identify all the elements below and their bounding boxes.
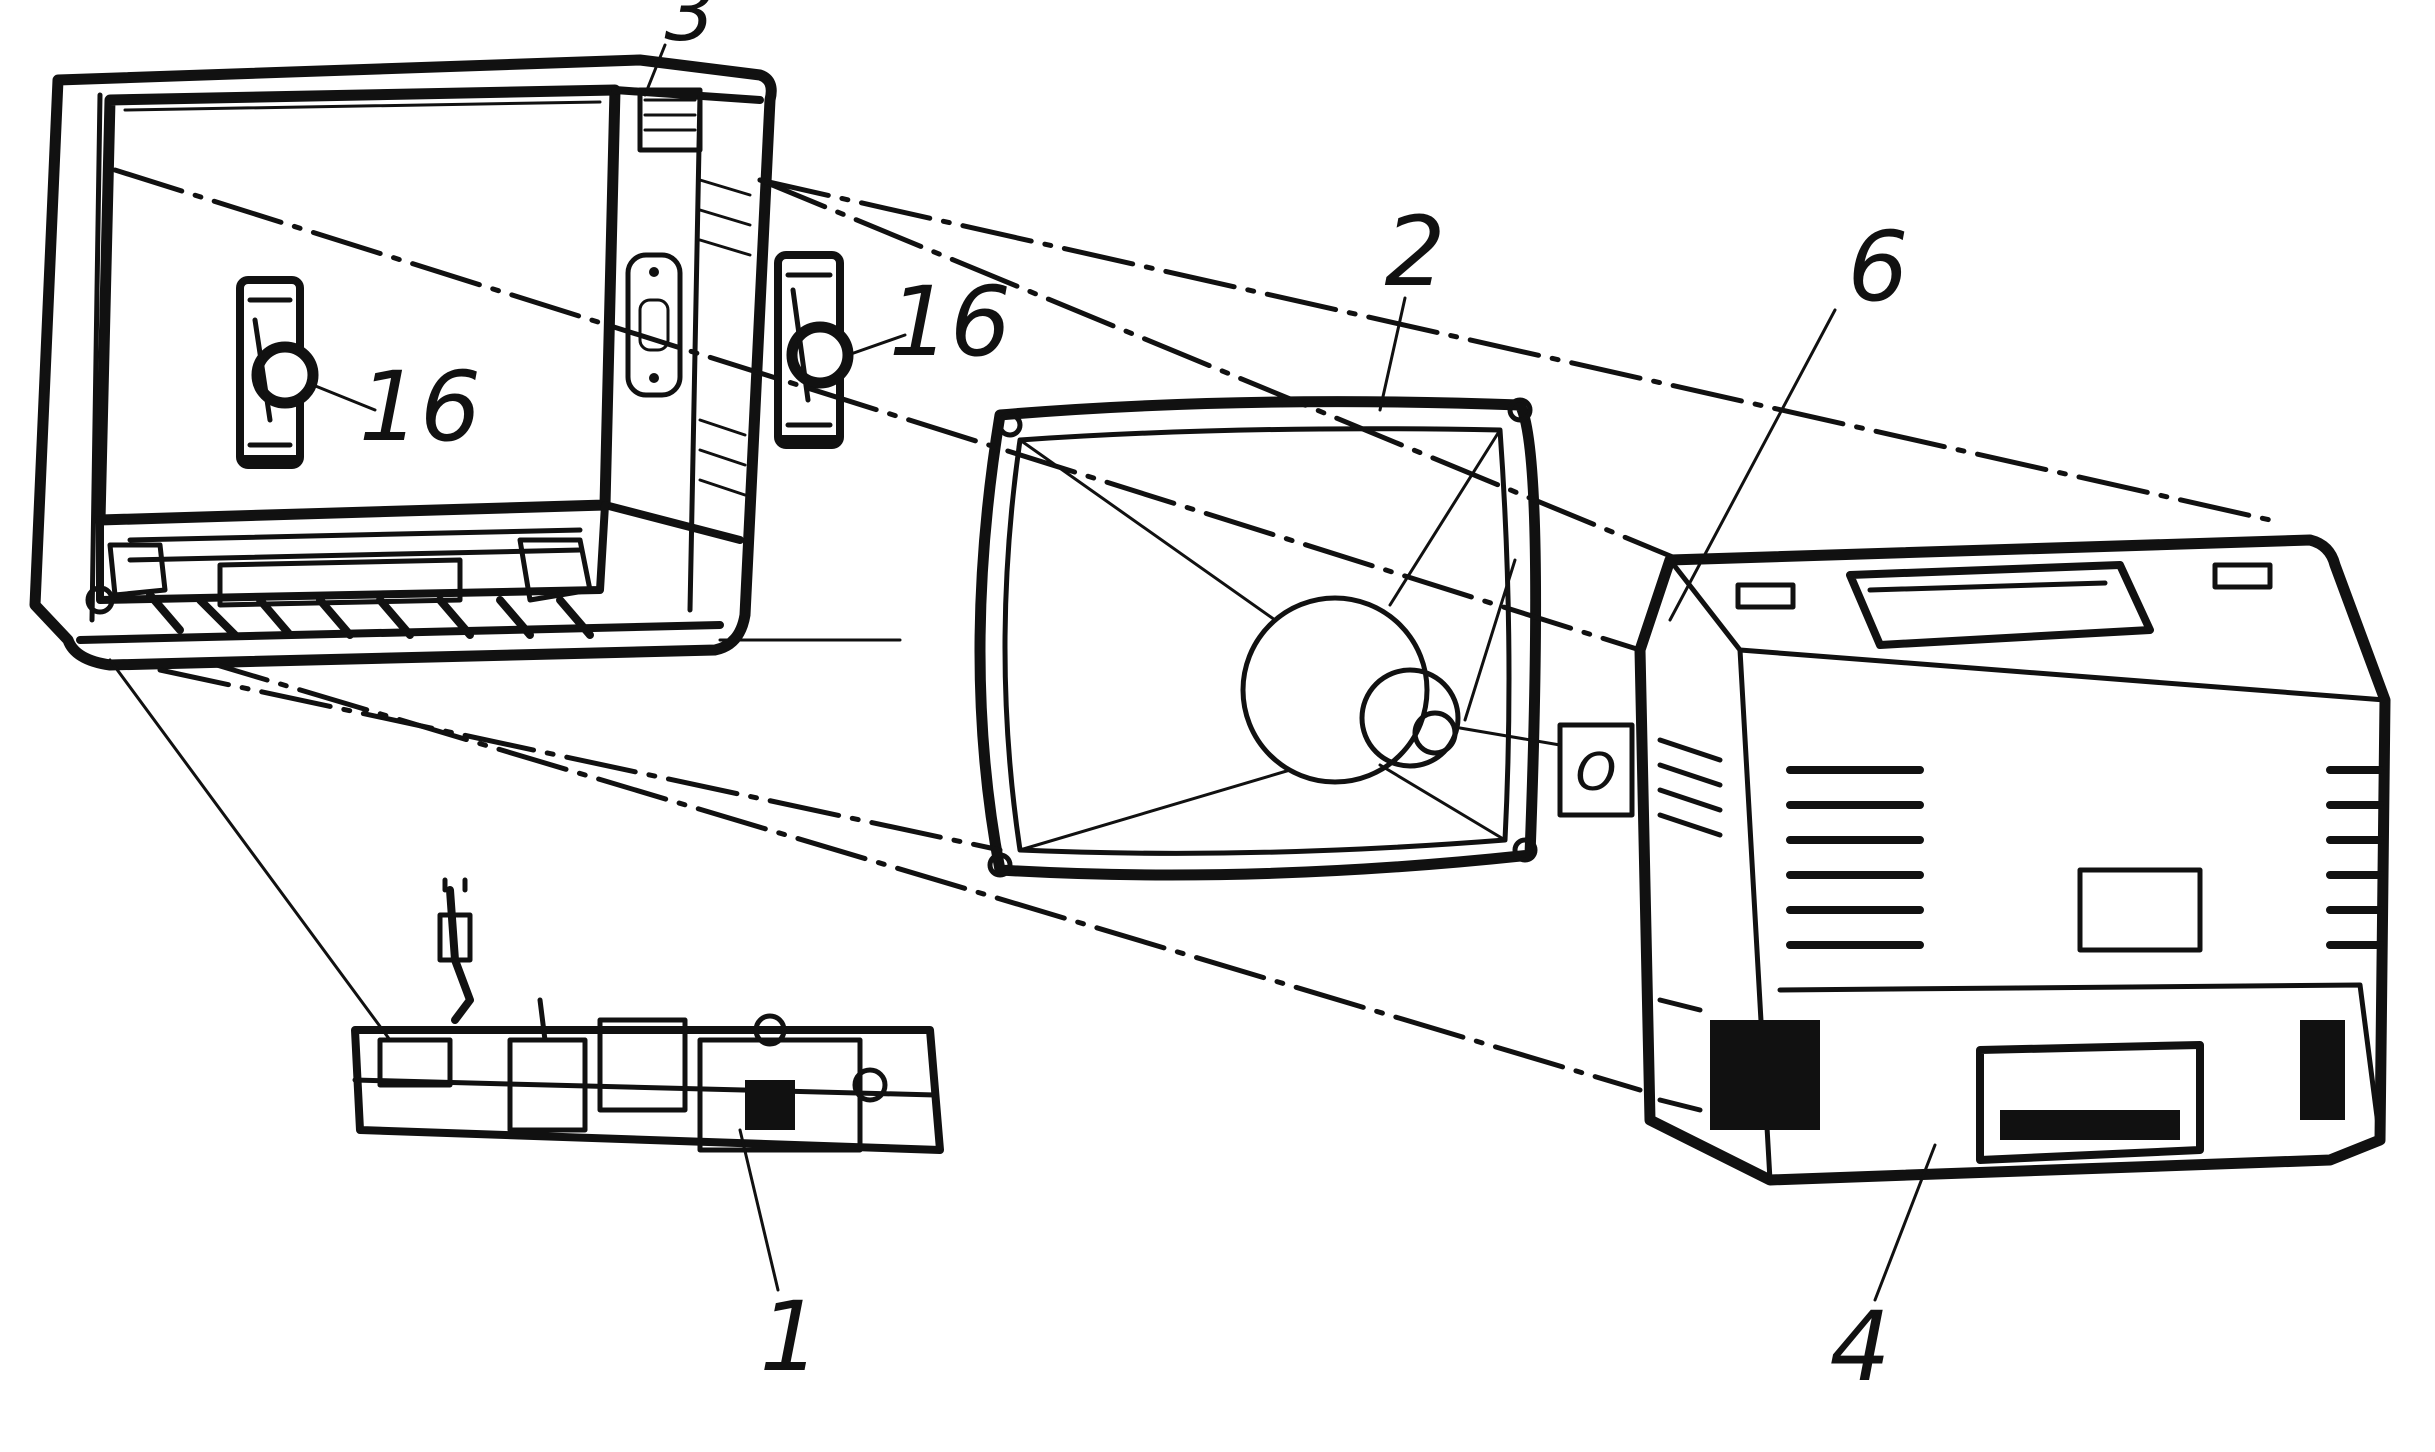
callout-back-cover: 4 bbox=[1829, 1291, 1890, 1403]
callout-tube-label: 6 bbox=[1847, 211, 1908, 323]
main-chassis bbox=[351, 877, 944, 1154]
callout-front-cabinet: 3 bbox=[665, 0, 716, 59]
back-cover bbox=[1634, 534, 2391, 1186]
callout-picture-tube: 2 bbox=[1384, 196, 1445, 308]
picture-tube bbox=[974, 396, 1542, 881]
tube-label-text: O bbox=[1576, 743, 1617, 803]
leader-lines bbox=[311, 43, 1937, 1302]
callout-main-chassis: 1 bbox=[759, 1281, 820, 1393]
speaker-right bbox=[774, 251, 854, 449]
speaker-left bbox=[236, 276, 319, 469]
assembly-lines bbox=[108, 167, 2273, 1093]
callout-speaker-left: 16 bbox=[359, 351, 481, 463]
callout-speaker-right: 16 bbox=[889, 266, 1011, 378]
tube-label: O bbox=[1458, 722, 1635, 818]
